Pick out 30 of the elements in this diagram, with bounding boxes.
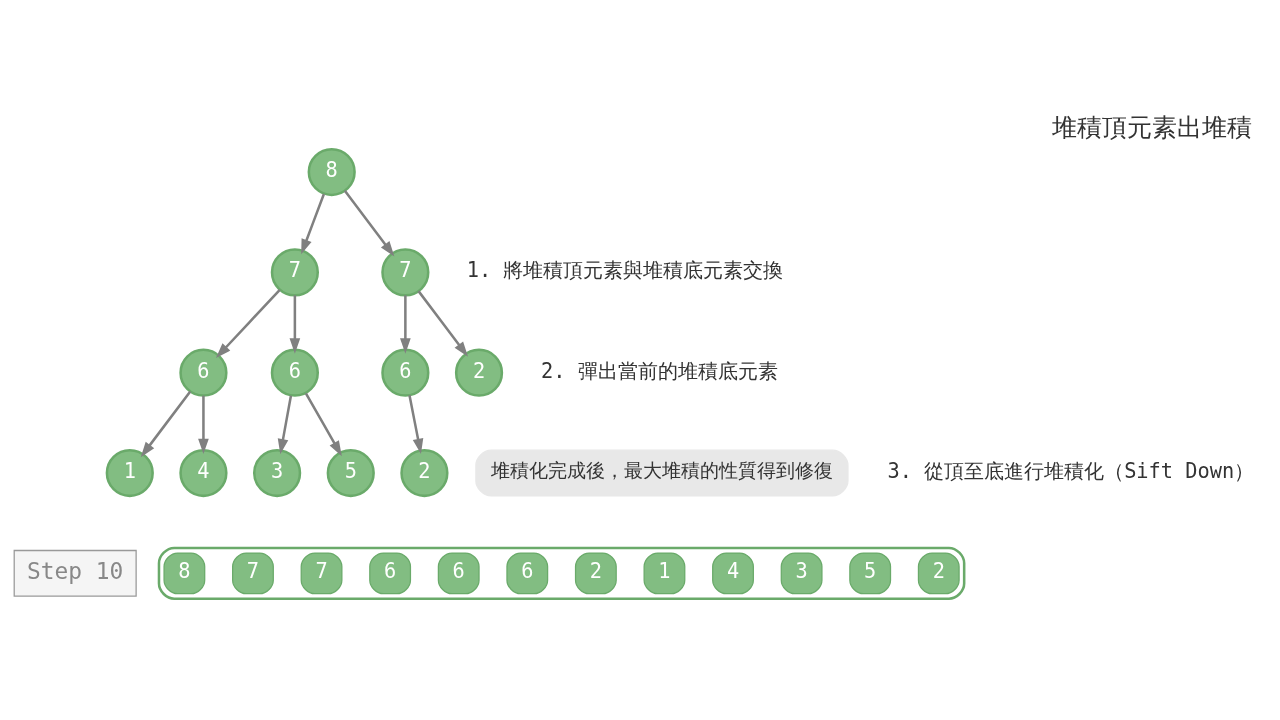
label: 1. 將堆積頂元素與堆積底元素交換	[466, 258, 784, 283]
arrow	[408, 394, 424, 455]
arrow	[304, 392, 342, 457]
node-circle: 6	[179, 348, 228, 397]
node-box: 堆積化完成後，最大堆積的性質得到修復	[475, 449, 849, 497]
node-circle: 2	[454, 348, 504, 397]
node-circle: 5	[326, 448, 375, 498]
node-circle: 8	[307, 147, 356, 197]
arrow	[289, 295, 301, 354]
arrow	[198, 395, 209, 454]
node-circle: 4	[179, 448, 228, 498]
node-circle: 6	[381, 348, 430, 397]
arrow	[215, 288, 281, 359]
node-circle: 2	[400, 448, 449, 498]
node-box: Step 10	[13, 549, 137, 597]
cluster	[157, 546, 966, 601]
arrow	[277, 395, 293, 455]
node-circle: 3	[252, 448, 302, 498]
node-circle: 7	[381, 248, 430, 297]
node-circle: 7	[270, 248, 319, 297]
arrow	[301, 193, 326, 255]
label: 3. 從頂至底進行堆積化（Sift Down）	[887, 458, 1255, 483]
arrow	[417, 290, 469, 357]
node-circle: 6	[270, 348, 319, 397]
arrow	[400, 295, 411, 354]
node-circle: 1	[105, 448, 154, 498]
label: 2. 彈出當前的堆積底元素	[541, 358, 778, 383]
diagram-title: 堆積頂元素出堆積	[1052, 112, 1253, 143]
arrow	[343, 190, 395, 257]
arrow	[140, 390, 192, 458]
